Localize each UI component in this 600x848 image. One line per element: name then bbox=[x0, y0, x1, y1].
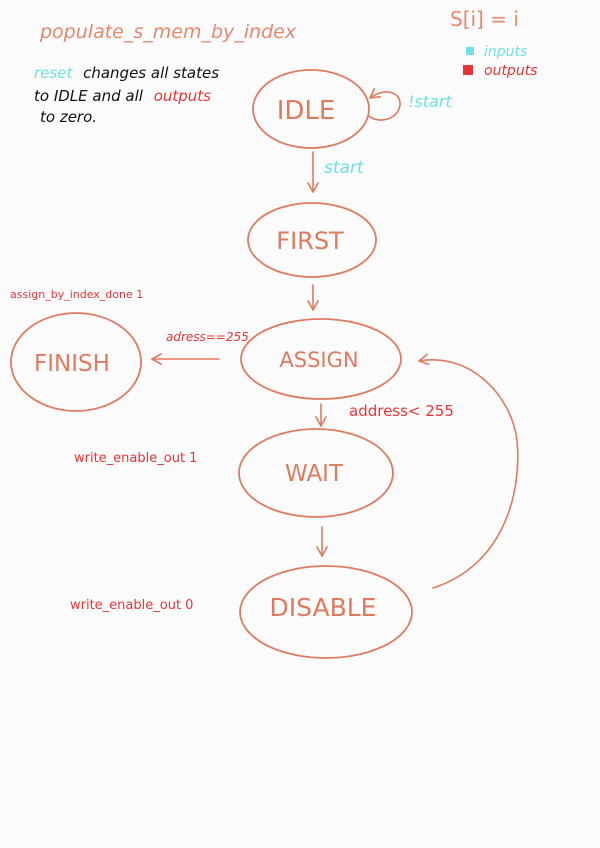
state-assign: ASSIGN bbox=[240, 318, 402, 400]
label-assign-to-wait: address< 255 bbox=[349, 402, 454, 420]
state-wait: WAIT bbox=[238, 428, 394, 518]
state-first-ellipse bbox=[247, 202, 377, 278]
legend-outputs-label: outputs bbox=[484, 63, 537, 79]
label-idle-self: !start bbox=[408, 92, 452, 111]
state-disable-label: DISABLE bbox=[270, 593, 377, 622]
reset-word: reset bbox=[34, 64, 73, 82]
state-assign-label: ASSIGN bbox=[279, 348, 358, 372]
legend-inputs-swatch bbox=[466, 47, 474, 55]
state-wait-ellipse bbox=[238, 428, 394, 518]
label-idle-to-first: start bbox=[324, 158, 365, 178]
state-index-note: S[i] = i bbox=[450, 7, 519, 31]
state-idle: IDLE bbox=[252, 69, 370, 149]
label-assign-to-finish: adress==255 bbox=[166, 330, 249, 344]
output-wait: write_enable_out 1 bbox=[74, 451, 197, 466]
svg-text:to IDLE and all outputs: to IDLE and all outputs bbox=[34, 87, 211, 105]
state-idle-ellipse bbox=[252, 69, 370, 149]
reset-note-outputs-word: outputs bbox=[154, 87, 211, 105]
reset-note: reset changes all states to IDLE and all… bbox=[34, 64, 219, 126]
reset-note-line1: changes all states bbox=[83, 64, 219, 82]
state-finish-label: FINISH bbox=[34, 351, 110, 377]
state-finish-ellipse bbox=[10, 312, 142, 412]
legend-outputs-swatch bbox=[463, 65, 473, 75]
edge-disable-to-assign bbox=[418, 353, 519, 589]
state-finish: FINISH bbox=[10, 312, 142, 412]
edge-idle-self-loop bbox=[368, 87, 401, 121]
output-finish: assign_by_index_done 1 bbox=[10, 288, 143, 301]
reset-note-line2: to IDLE and all bbox=[34, 87, 144, 105]
state-idle-label: IDLE bbox=[277, 96, 336, 126]
state-assign-ellipse bbox=[240, 318, 402, 400]
state-disable-ellipse bbox=[239, 565, 413, 659]
state-wait-label: WAIT bbox=[285, 461, 344, 487]
output-disable: write_enable_out 0 bbox=[70, 598, 193, 613]
svg-text:reset changes all states: reset changes all states bbox=[34, 64, 219, 82]
state-first: FIRST bbox=[247, 202, 377, 278]
reset-note-line3: to zero. bbox=[40, 108, 97, 126]
state-first-label: FIRST bbox=[276, 227, 344, 255]
legend: inputs outputs bbox=[463, 44, 537, 79]
state-disable: DISABLE bbox=[239, 565, 413, 659]
legend-inputs-label: inputs bbox=[484, 44, 527, 60]
diagram-title: populate_s_mem_by_index bbox=[39, 21, 297, 43]
